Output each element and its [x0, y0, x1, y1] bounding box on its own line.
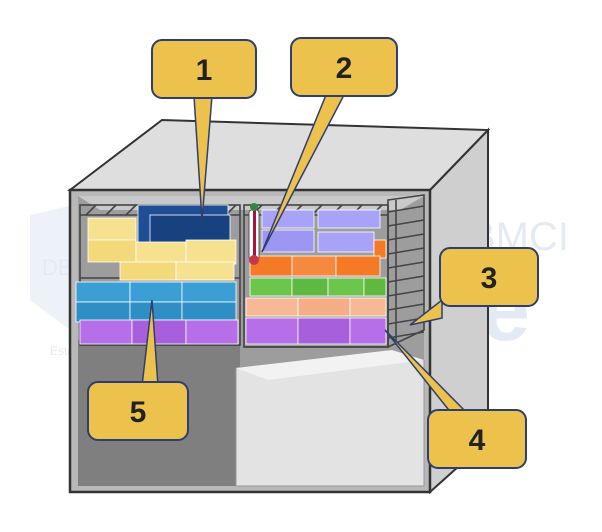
purple-box: [79, 319, 133, 345]
yellow-box: [87, 239, 137, 263]
yellow-box: [175, 261, 235, 281]
callout-4: 4: [384, 329, 527, 469]
purple-box: [349, 317, 387, 345]
green-box: [291, 277, 329, 297]
callout-3: 3: [409, 247, 539, 326]
yellow-box: [119, 261, 177, 281]
callout-2: 2: [261, 37, 398, 253]
peach-box: [349, 297, 387, 317]
side-rack-grid: [387, 194, 425, 349]
purple-box: [185, 319, 239, 345]
purple-box: [297, 317, 351, 345]
blue-box: [129, 301, 183, 321]
blue-box: [181, 281, 237, 303]
blue-box: [75, 301, 131, 323]
callout-1: 1: [151, 39, 257, 221]
purple-box: [245, 317, 299, 345]
lavender-box: [317, 209, 381, 229]
right-shelf-boxes: [245, 209, 387, 345]
green-box: [363, 277, 387, 297]
thermometer-icon: [248, 203, 260, 265]
purple-box: [131, 319, 187, 345]
callout-5: 5: [87, 299, 189, 441]
orange-box: [335, 255, 381, 277]
yellow-box: [87, 217, 137, 241]
blue-box: [181, 301, 237, 321]
peach-box: [245, 297, 299, 317]
blue-box: [75, 281, 131, 303]
blue-box: [129, 281, 183, 303]
callout-1-label: 1: [196, 54, 213, 87]
left-shelf-boxes: [75, 204, 239, 345]
callout-4-label: 4: [469, 424, 486, 457]
callout-3-label: 3: [481, 262, 498, 295]
green-box: [249, 277, 293, 297]
cabinet-top-panel: [67, 118, 491, 191]
callout-5-label: 5: [130, 396, 147, 429]
peach-box: [297, 297, 351, 317]
orange-box: [373, 239, 387, 259]
lavender-box: [317, 231, 375, 253]
orange-box: [291, 255, 337, 277]
lavender-box: [261, 209, 315, 229]
callout-2-label: 2: [336, 52, 353, 85]
green-box: [327, 277, 365, 297]
lavender-box: [261, 229, 315, 253]
lower-storage-block-top: [236, 350, 424, 380]
yellow-box: [185, 239, 237, 265]
